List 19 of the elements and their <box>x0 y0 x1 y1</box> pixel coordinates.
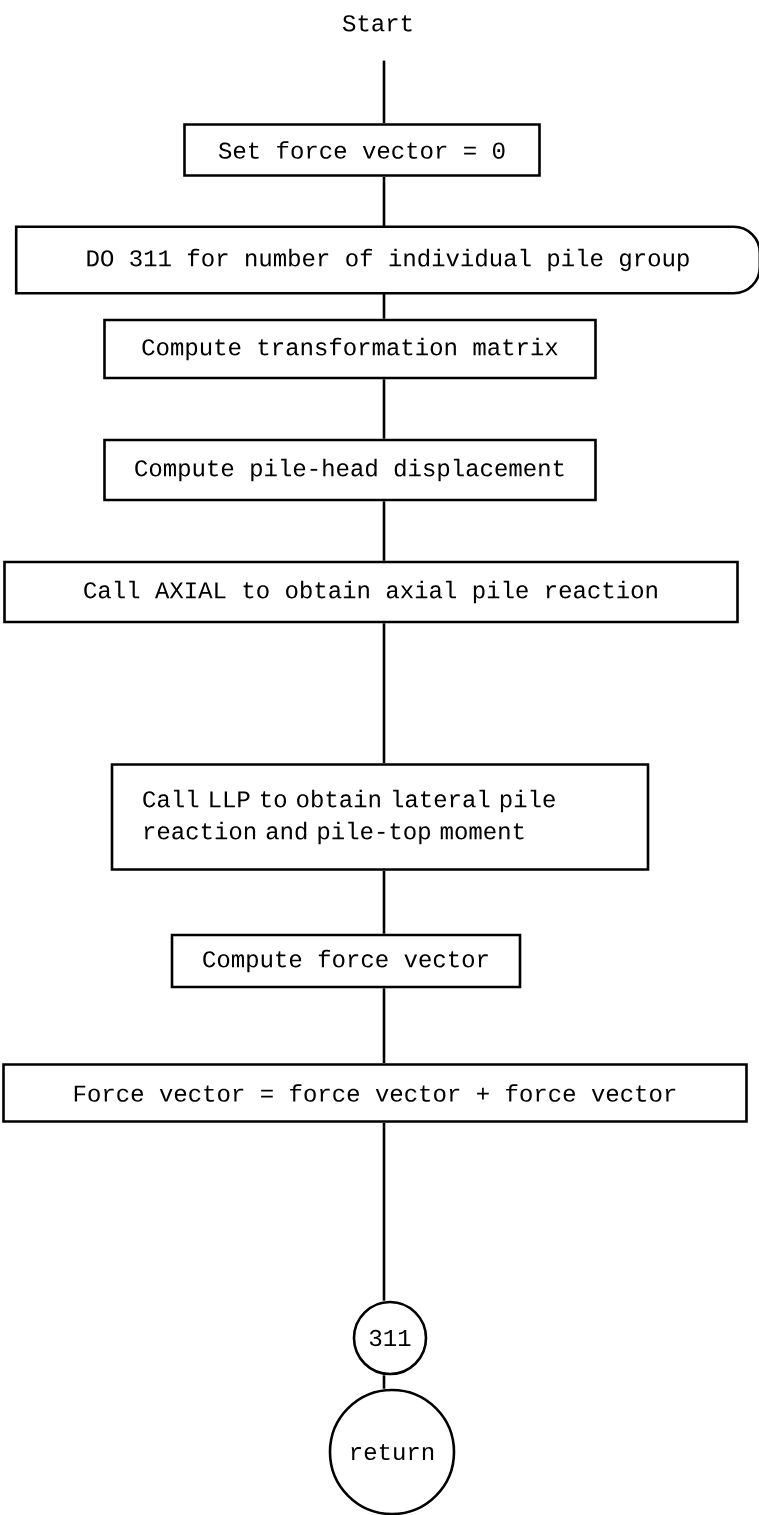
process-box: Compute force vector <box>170 933 522 989</box>
connector-line <box>382 501 386 561</box>
process-box: Call LLP to obtain lateral pile reaction and pile-top moment <box>110 763 650 871</box>
connector-line <box>382 623 386 764</box>
connector-line <box>382 379 386 439</box>
process-box: Set force vector = 0 <box>183 123 541 177</box>
connector-line <box>382 1375 386 1389</box>
process-box: Call AXIAL to obtain axial pile reaction <box>3 560 739 624</box>
connector-line <box>382 988 386 1064</box>
start-label: Start <box>342 15 412 32</box>
process-box: Compute transformation matrix <box>103 318 597 380</box>
connector-line <box>382 293 386 319</box>
process-box: Compute pile-head displacement <box>103 438 597 502</box>
connector-line <box>382 176 386 227</box>
connector-line <box>382 1122 386 1301</box>
loop-box: DO 311 for number of individual pile group <box>14 225 759 295</box>
connector-line <box>382 870 386 934</box>
connector-line <box>382 60 386 124</box>
process-box: Force vector = force vector + force vector <box>2 1063 748 1123</box>
